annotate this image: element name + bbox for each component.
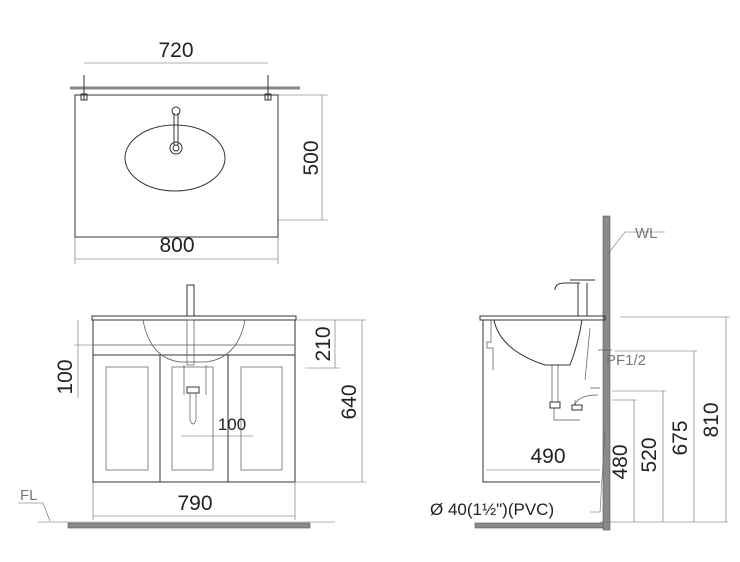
dim-apron-100: 100 [54,359,77,394]
dim-480: 480 [609,444,632,479]
wall [602,215,611,531]
faucet-side-icon [554,279,595,316]
wall-bracket-left [80,75,88,101]
basin-front [142,319,246,363]
dim-790: 790 [177,492,212,515]
dim-640: 640 [338,384,361,419]
drain-pipe-side [553,394,599,421]
dim-675: 675 [669,420,692,455]
top-view: 720 800 500 [70,39,328,264]
floor-label: FL [20,487,38,504]
door-panel-right [240,366,283,471]
trap-icon [186,386,200,394]
drain-top-icon [169,141,183,155]
drain-spec: Ø 40(1½")(PVC) [430,500,554,519]
basin-top [124,124,226,192]
front-countertop [91,315,297,321]
door-panel-left [105,366,149,471]
floor-side [474,522,604,529]
front-view: 100 100 210 640 790 FL [18,284,366,529]
dim-drain-100: 100 [218,415,246,434]
faucet-front-icon [186,284,195,317]
dim-800: 800 [159,234,194,257]
door-panel-middle [171,366,214,471]
dim-500: 500 [300,140,323,175]
wall-label: WL [635,225,658,242]
basin-side [493,319,583,366]
supply-label: PF1/2 [606,352,646,369]
countertop-outline [74,94,279,238]
faucet-top-icon [171,106,181,116]
side-countertop [479,315,606,321]
dim-810: 810 [700,402,723,437]
dim-520: 520 [638,437,661,472]
dim-720: 720 [158,39,193,62]
floor-front [67,522,311,529]
dim-210: 210 [312,326,335,361]
side-view: WL PF1/2 490 810 675 520 480 Ø 40(1½")(P… [430,215,730,531]
wall-bracket-right [264,75,272,101]
dim-490: 490 [530,445,565,468]
